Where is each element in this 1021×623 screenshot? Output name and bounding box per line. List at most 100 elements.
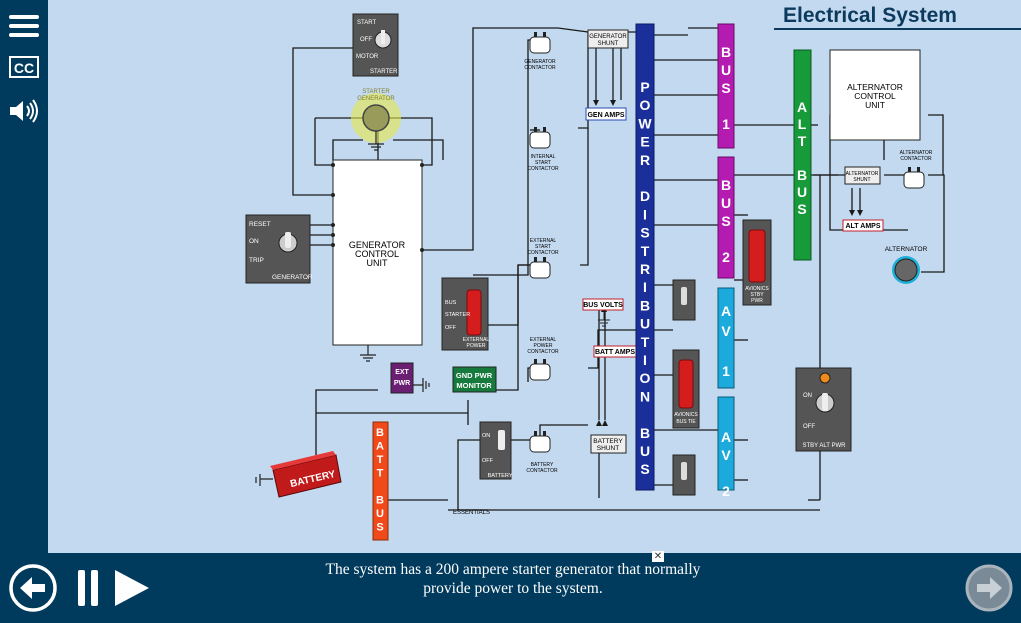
- acu-label-2: CONTROL: [854, 91, 896, 101]
- play-icon[interactable]: [112, 567, 152, 609]
- ext-pwr-contactor-label-2: POWER: [534, 343, 553, 349]
- power-bus-letter: T: [641, 334, 650, 350]
- external-power-switch[interactable]: BUS STARTER OFF EXTERNAL POWER: [441, 277, 489, 351]
- bus2-letter: B: [721, 177, 731, 193]
- ext-start-label-3: CONTACTOR: [527, 250, 559, 256]
- power-bus-letter: S: [640, 461, 649, 477]
- av2-letter: A: [721, 429, 731, 445]
- av1-toggle-switch[interactable]: [672, 279, 696, 321]
- av2-letter: V: [721, 447, 731, 463]
- av1-letter: 1: [722, 363, 730, 379]
- bus-volts-label: BUS VOLTS: [583, 302, 623, 309]
- bus1-letter: B: [721, 44, 731, 60]
- start-switch-off: OFF: [360, 37, 372, 43]
- int-start-label-2: START: [535, 160, 551, 166]
- internal-start-contactor: INTERNAL START CONTACTOR: [527, 126, 559, 172]
- essentials-label: ESSENTIALS: [453, 510, 490, 516]
- next-arrow-icon[interactable]: [964, 563, 1014, 613]
- batt-switch-off: OFF: [482, 458, 494, 464]
- avionics-stby-label-2: STBY: [750, 292, 764, 298]
- av1-letter: V: [721, 323, 731, 339]
- battery-switch[interactable]: ON OFF BATTERY: [479, 421, 513, 480]
- gnd-pwr-label-1: GND PWR: [456, 371, 493, 380]
- gen-switch-generator: GENERATOR: [272, 274, 313, 281]
- alt-bus-letter: U: [797, 184, 807, 200]
- power-bus-letter: R: [640, 261, 650, 277]
- alternator-label: ALTERNATOR: [885, 246, 928, 253]
- alt-contactor-label-2: CONTACTOR: [900, 156, 932, 162]
- ext-start-label-2: START: [535, 244, 551, 250]
- power-bus-letter: W: [638, 115, 652, 131]
- avionics-bus-tie-switch[interactable]: AVIONICS BUS TIE: [672, 349, 700, 429]
- ext-start-label-1: EXTERNAL: [530, 238, 557, 244]
- avionics-tie-label-2: BUS TIE: [676, 419, 696, 425]
- battery-shunt: BATTERY SHUNT: [590, 434, 627, 454]
- alt-amps-indicator: ALT AMPS: [842, 219, 884, 232]
- bus-volts-indicator: BUS VOLTS: [582, 298, 624, 327]
- batt-bus-letter: T: [377, 468, 384, 480]
- back-arrow-icon[interactable]: [8, 563, 58, 613]
- close-icon[interactable]: ✕: [652, 551, 664, 562]
- ext-power-switch-starter: STARTER: [445, 312, 470, 318]
- start-switch-motor: MOTOR: [356, 54, 379, 60]
- closed-caption-icon[interactable]: CC: [6, 54, 42, 84]
- gcu-label-3: UNIT: [367, 258, 388, 268]
- generator-contactor: GENERATOR CONTACTOR: [524, 31, 556, 71]
- int-start-label-3: CONTACTOR: [527, 166, 559, 172]
- starter-generator-label-2: GENERATOR: [357, 96, 395, 102]
- external-start-contactor: EXTERNAL START CONTACTOR: [527, 238, 559, 279]
- ext-pwr-contactor-label-3: CONTACTOR: [527, 349, 559, 355]
- generator-control-unit: GENERATOR CONTROL UNIT: [331, 159, 424, 362]
- acu-label-3: UNIT: [865, 100, 885, 110]
- starter-generator[interactable]: STARTER GENERATOR: [351, 89, 401, 151]
- stby-alt-pwr-switch[interactable]: ON OFF STBY ALT PWR: [795, 367, 852, 452]
- start-switch[interactable]: START OFF MOTOR STARTER: [352, 13, 399, 77]
- batt-amps-label: BATT AMPS: [595, 349, 635, 356]
- av-1: AV 1: [717, 287, 735, 389]
- cc-label: CC: [14, 60, 34, 76]
- stby-alt-off: OFF: [803, 424, 815, 430]
- avionics-stby-label-1: AVIONICS: [745, 286, 769, 292]
- bus2-letter: S: [721, 213, 730, 229]
- title-underline: [774, 28, 1021, 30]
- int-start-label-1: INTERNAL: [531, 154, 556, 160]
- batt-bus-letter: S: [376, 522, 383, 534]
- start-switch-start: START: [357, 20, 376, 26]
- av2-toggle-switch[interactable]: [672, 454, 696, 496]
- start-switch-starter: STARTER: [370, 69, 398, 75]
- ext-power-switch-off: OFF: [445, 325, 457, 331]
- bus2-letter: 2: [722, 249, 730, 265]
- generator-switch[interactable]: RESET ON TRIP GENERATOR: [245, 214, 313, 284]
- gcu-label-1: GENERATOR: [349, 240, 406, 250]
- stby-alt-label: STBY ALT PWR: [802, 443, 846, 449]
- bus1-letter: S: [721, 80, 730, 96]
- pause-icon[interactable]: [76, 567, 102, 609]
- batt-switch-battery: BATTERY: [488, 473, 513, 479]
- av1-letter: A: [721, 303, 731, 319]
- gen-switch-trip: TRIP: [249, 257, 264, 264]
- alt-bus-letter: S: [797, 201, 806, 217]
- alt-bus-letter: T: [798, 133, 807, 149]
- alternator[interactable]: ALTERNATOR: [885, 246, 928, 284]
- avionics-stby-label-3: PWR: [751, 298, 763, 304]
- bus1-letter: U: [721, 62, 731, 78]
- starter-generator-label-1: STARTER: [362, 89, 390, 95]
- batt-bus-letter: T: [377, 454, 384, 466]
- batt-amps-indicator: BATT AMPS: [593, 345, 637, 358]
- av2-letter: 2: [722, 483, 730, 499]
- speaker-icon[interactable]: [6, 96, 42, 126]
- page-title: Electrical System: [783, 4, 957, 27]
- avionics-stby-pwr-switch[interactable]: AVIONICS STBY PWR: [742, 219, 772, 306]
- power-bus-letter: N: [640, 388, 650, 404]
- menu-icon[interactable]: [6, 12, 42, 42]
- batt-shunt-label-1: BATTERY: [593, 438, 623, 445]
- power-bus-letter: B: [640, 425, 650, 441]
- avionics-tie-label-1: AVIONICS: [674, 412, 698, 418]
- caption-text: The system has a 200 ampere starter gene…: [325, 561, 701, 597]
- alt-contactor-label-1: ALTERNATOR: [900, 150, 933, 156]
- gnd-pwr-label-2: MONITOR: [456, 381, 492, 390]
